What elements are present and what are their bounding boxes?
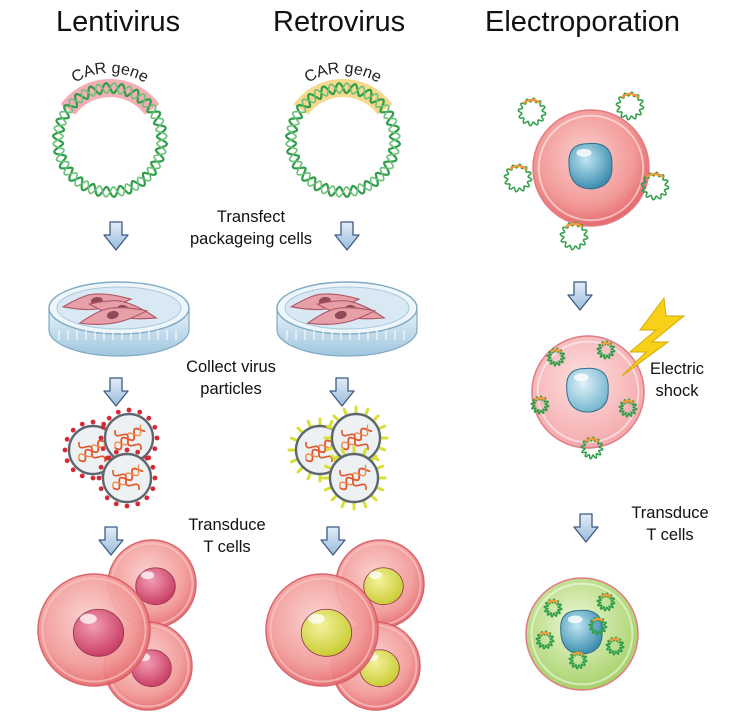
mini-plasmid-icon — [580, 436, 604, 460]
label-collect-line2: particles — [200, 380, 262, 398]
label-electric-shock-line2: shock — [655, 382, 699, 400]
heading-retrovirus: Retrovirus — [273, 6, 406, 38]
nucleus — [72, 608, 125, 657]
cell-before-electroporation — [532, 109, 650, 227]
arrow-down-icon — [334, 221, 360, 251]
virus-particle-icon — [96, 447, 158, 509]
plasmid-retrovirus — [284, 78, 402, 199]
nucleus — [566, 367, 609, 413]
label-transfect: Transfect packageing cells — [176, 206, 326, 250]
mini-plasmid-icon — [615, 91, 645, 121]
label-transfect-line2: packageing cells — [190, 230, 312, 248]
arrow-down-icon — [103, 377, 129, 407]
label-electric-shock: Electric shock — [632, 358, 722, 402]
virus-particles-lentivirus — [62, 407, 160, 509]
dna-strand — [52, 82, 168, 198]
t-cell — [37, 573, 151, 687]
label-transduce-viral-line1: Transduce — [188, 516, 266, 534]
petri-dish-retrovirus — [276, 281, 418, 357]
label-transduce-viral-line2: T cells — [203, 538, 251, 556]
plasmid-lentivirus — [51, 78, 169, 199]
packaging-cell — [78, 307, 149, 325]
heading-electroporation: Electroporation — [485, 6, 681, 38]
virus-particles-retrovirus — [287, 405, 389, 511]
nucleus — [568, 142, 613, 190]
car-gene-region — [293, 78, 393, 115]
mini-plasmid-icon — [543, 598, 563, 618]
label-transfect-line1: Transfect — [216, 208, 286, 226]
t-cell — [265, 573, 379, 687]
mini-plasmid-icon — [596, 340, 616, 360]
cell-during-electroporation — [530, 335, 645, 449]
arrow-down-icon — [567, 281, 593, 311]
mini-plasmid-icon — [535, 630, 555, 650]
mini-plasmid-icon — [503, 163, 533, 193]
mini-plasmid-icon — [588, 616, 608, 636]
cell-after-electroporation — [525, 577, 639, 691]
label-transduce-electro-line2: T cells — [646, 526, 694, 544]
virus-particle-icon — [321, 445, 387, 511]
t-cells-retrovirus — [265, 539, 425, 711]
label-transduce-viral: Transduce T cells — [172, 514, 282, 558]
mini-plasmid-icon — [530, 395, 550, 415]
t-cells-lentivirus — [37, 539, 197, 711]
packaging-cell — [306, 307, 377, 325]
arrow-down-icon — [573, 513, 599, 543]
arrow-down-icon — [329, 377, 355, 407]
arrow-down-icon — [320, 526, 346, 556]
label-transduce-electro: Transduce T cells — [615, 502, 725, 546]
mini-plasmid-icon — [605, 636, 625, 656]
arrow-down-icon — [98, 526, 124, 556]
label-collect: Collect virus particles — [166, 356, 296, 400]
mini-plasmid-icon — [559, 221, 589, 251]
nucleus — [300, 608, 353, 657]
arrow-down-icon — [103, 221, 129, 251]
car-gene-region — [60, 78, 160, 115]
heading-lentivirus: Lentivirus — [56, 6, 181, 38]
mini-plasmid-icon — [618, 398, 638, 418]
label-transduce-electro-line1: Transduce — [631, 504, 709, 522]
mini-plasmid-icon — [517, 97, 547, 127]
label-collect-line1: Collect virus — [186, 358, 276, 376]
mini-plasmid-icon — [546, 347, 566, 367]
lightning-icon — [621, 296, 686, 377]
label-electric-shock-line1: Electric — [649, 360, 705, 378]
packaging-cell — [289, 293, 361, 311]
mini-plasmid-icon — [568, 650, 588, 670]
dna-strand — [285, 82, 401, 198]
petri-dish-lentivirus — [48, 281, 190, 357]
mini-plasmid-icon — [596, 592, 616, 612]
mini-plasmid-icon — [640, 171, 670, 201]
nucleus — [363, 567, 404, 606]
nucleus — [135, 567, 176, 606]
